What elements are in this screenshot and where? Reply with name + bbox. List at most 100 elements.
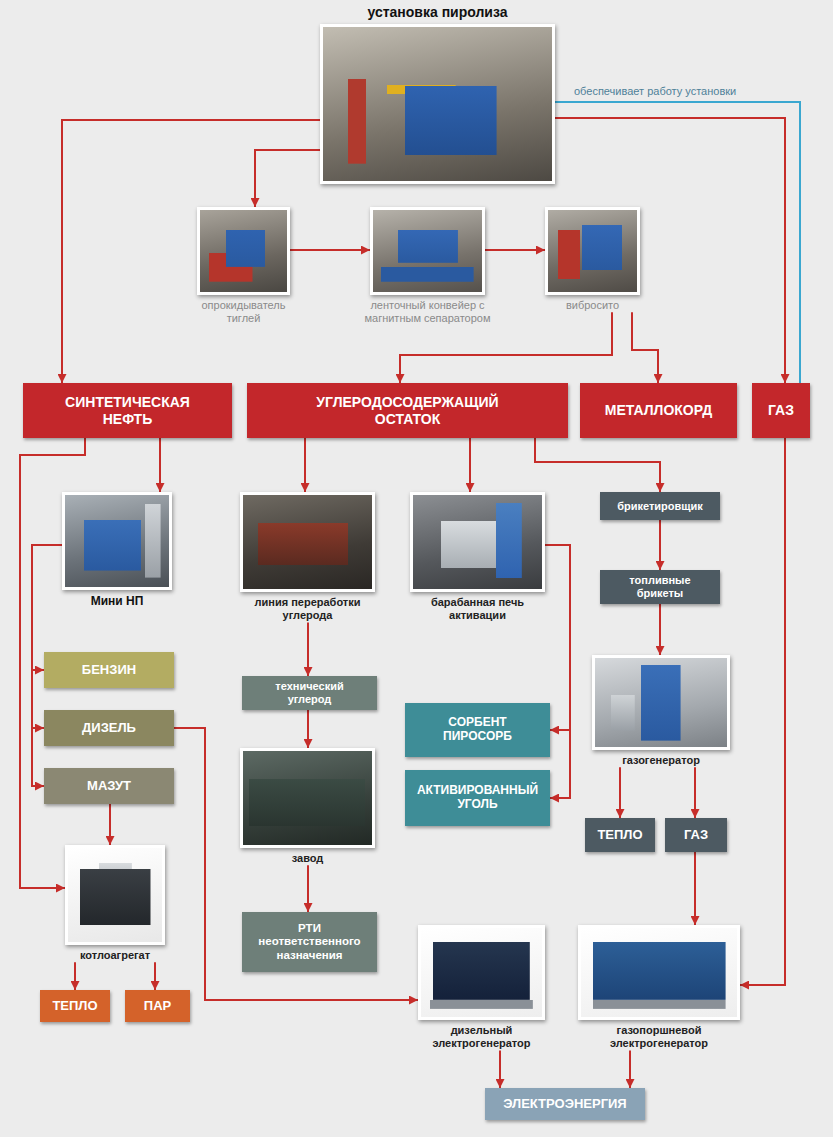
flow-arrow [74,962,76,990]
equipment-photo-node: завод [240,748,375,865]
flow-arrow [159,438,161,492]
node-label: ТЕПЛО [46,999,104,1014]
photo-caption: газопоршневой электрогенератор [578,1024,740,1050]
equipment-photo [320,24,555,184]
equipment-photo [545,207,640,295]
equipment-photo [410,492,545,592]
equipment-photo-node: Мини НП [62,492,172,608]
equipment-photo [240,492,375,592]
edge-label: обеспечивает работу установки [572,85,738,97]
flow-arrow [694,852,696,925]
equipment-photo-node: установка пиролиза [320,4,555,184]
flow-arrow [307,622,309,676]
node-label: ДИЗЕЛЬ [50,721,168,736]
flow-arrow [255,150,320,207]
equipment-photo [578,925,740,1020]
equipment-photo [62,492,172,590]
process-box: ЭЛЕКТРОЭНЕРГИЯ [485,1088,645,1120]
equipment-photo [418,925,545,1020]
process-box: МЕТАЛЛОКОРД [580,383,737,438]
flow-arrow [304,438,306,492]
process-box: топливные брикеты [600,570,720,604]
flow-arrow [109,804,111,845]
node-label: БЕНЗИН [50,663,168,678]
process-box: ПАР [125,990,190,1022]
flow-arrow [659,604,661,655]
equipment-photo [592,655,730,750]
flow-arrow [740,438,785,985]
flow-arrow [659,520,661,570]
photo-caption: линия переработки углерода [243,596,373,622]
photo-caption: опрокидыватель тиглей [194,299,294,325]
node-label: СОРБЕНТ ПИРОСОРБ [418,716,538,744]
node-label: брикетировщик [606,500,714,513]
equipment-photo-node: ленточный конвейер с магнитным сепаратор… [370,207,485,325]
equipment-photo-node: газопоршневой электрогенератор [578,925,740,1050]
node-label: ГАЗ [758,402,804,418]
flow-arrow [535,438,660,492]
equipment-photo-node: вибросито [545,207,640,312]
equipment-photo [197,207,290,295]
equipment-photo-node: дизельный электрогенератор [418,925,545,1050]
process-box: СОРБЕНТ ПИРОСОРБ [405,703,550,757]
equipment-photo [240,748,375,848]
photo-caption: котлоагрегат [55,949,175,962]
node-label: технический углерод [260,680,360,705]
process-box: СИНТЕТИЧЕСКАЯ НЕФТЬ [23,383,232,438]
node-label: АКТИВИРОВАННЫЙ УГОЛЬ [411,784,544,812]
process-box: ТЕПЛО [40,990,110,1022]
equipment-photo-node: линия переработки углерода [240,492,375,622]
flow-arrow [307,710,309,748]
equipment-photo-node: опрокидыватель тиглей [197,207,290,325]
flow-arrow [62,120,320,383]
flow-arrow [32,545,62,728]
node-label: РТИ неответственного назначения [248,922,371,962]
process-box: ГАЗ [665,818,727,852]
photo-caption: газогенератор [592,754,730,767]
photo-caption: ленточный конвейер с магнитным сепаратор… [353,299,503,325]
equipment-photo-node: котлоагрегат [65,845,165,962]
node-label: топливные брикеты [615,574,705,599]
node-label: УГЛЕРОДОСОДЕРЖАЩИЙ ОСТАТОК [293,394,523,426]
equipment-photo-node: барабанная печь активации [410,492,545,622]
process-box: АКТИВИРОВАННЫЙ УГОЛЬ [405,770,550,826]
process-box: технический углерод [242,676,377,710]
process-box: БЕНЗИН [44,652,174,688]
equipment-photo [370,207,485,295]
photo-caption: завод [240,852,375,865]
node-label: ЭЛЕКТРОЭНЕРГИЯ [491,1097,639,1112]
flow-arrow [499,1050,501,1088]
photo-caption: дизельный электрогенератор [418,1024,545,1050]
photo-caption: установка пиролиза [320,4,555,21]
node-label: ТЕПЛО [591,828,649,843]
photo-caption: барабанная печь активации [418,596,538,622]
process-box: УГЛЕРОДОСОДЕРЖАЩИЙ ОСТАТОК [247,383,568,438]
flow-arrow [307,865,309,912]
flow-arrow [619,767,621,818]
flow-arrow [629,1050,631,1088]
photo-caption: вибросито [543,299,643,312]
equipment-photo [65,845,165,945]
flow-arrow [154,962,156,990]
process-box: ДИЗЕЛЬ [44,710,174,746]
flow-arrow [632,312,658,383]
node-label: МАЗУТ [50,779,168,794]
flow-arrow [485,249,545,251]
process-box: ТЕПЛО [585,818,655,852]
flow-arrow [545,545,570,798]
process-box: МАЗУТ [44,768,174,804]
node-label: ГАЗ [671,828,721,843]
process-box: брикетировщик [600,492,720,520]
process-box: ГАЗ [752,383,810,438]
process-box: РТИ неответственного назначения [242,912,377,972]
flow-arrow [694,767,696,818]
photo-caption: Мини НП [62,594,172,608]
flow-arrow [469,438,471,492]
flow-arrow [290,249,370,251]
flow-arrow [174,728,418,1000]
node-label: СИНТЕТИЧЕСКАЯ НЕФТЬ [48,394,208,426]
node-label: МЕТАЛЛОКОРД [586,402,731,418]
node-label: ПАР [131,999,184,1014]
equipment-photo-node: газогенератор [592,655,730,767]
